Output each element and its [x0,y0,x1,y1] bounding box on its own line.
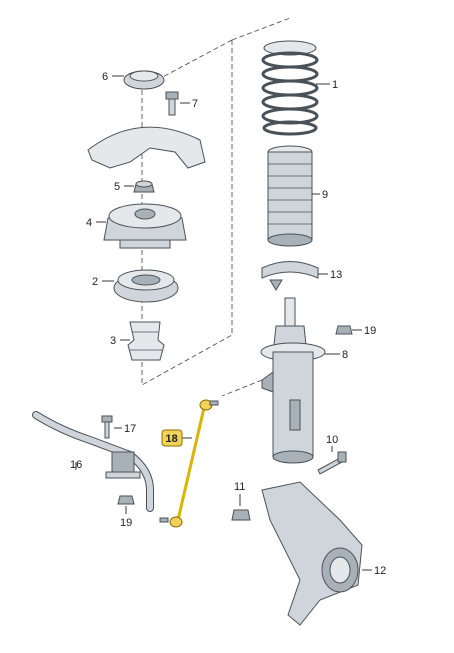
callout-16: 16 [70,459,82,471]
bump-stop [127,321,165,361]
callout-7: 7 [192,98,198,110]
spring-seat-pad [261,261,319,291]
upper-nut [133,180,155,193]
callout-8: 8 [342,349,348,361]
callout-3: 3 [110,335,116,347]
callout-18-badge [161,429,183,447]
callout-6: 6 [102,71,108,83]
protective-bellows [267,145,313,247]
assembly-guide-lines [141,17,291,397]
callouts: 1 9 13 19 8 10 11 12 6 7 5 4 2 3 17 16 1… [70,71,386,577]
mount-bolt [165,91,179,116]
bar-nut [117,495,135,505]
coil-spring [261,40,319,136]
callout-5: 5 [114,181,120,193]
callout-18: 18 [166,433,178,445]
splash-shield [87,126,206,169]
top-cap [123,70,165,90]
callout-1: 1 [332,79,338,91]
shock-absorber [260,297,326,464]
callout-leaders [75,75,372,571]
wheel-bearing-housing [261,481,363,626]
callout-19-upper: 19 [364,325,376,337]
coupling-rod [159,399,219,528]
callout-2: 2 [92,276,98,288]
callout-13: 13 [330,269,342,281]
bar-bolt [101,415,113,439]
callout-17: 17 [124,423,136,435]
callout-4: 4 [86,217,92,229]
anti-roll-bar [32,411,154,512]
callout-10: 10 [326,434,338,446]
callout-12: 12 [374,565,386,577]
callout-9: 9 [322,189,328,201]
knuckle-nut [231,509,251,521]
callout-19-lower: 19 [120,517,132,529]
strut-mount [103,203,187,249]
knuckle-bolt [317,451,347,475]
callout-11: 11 [234,481,245,493]
strut-nut [335,325,353,335]
strut-bearing [113,269,179,303]
